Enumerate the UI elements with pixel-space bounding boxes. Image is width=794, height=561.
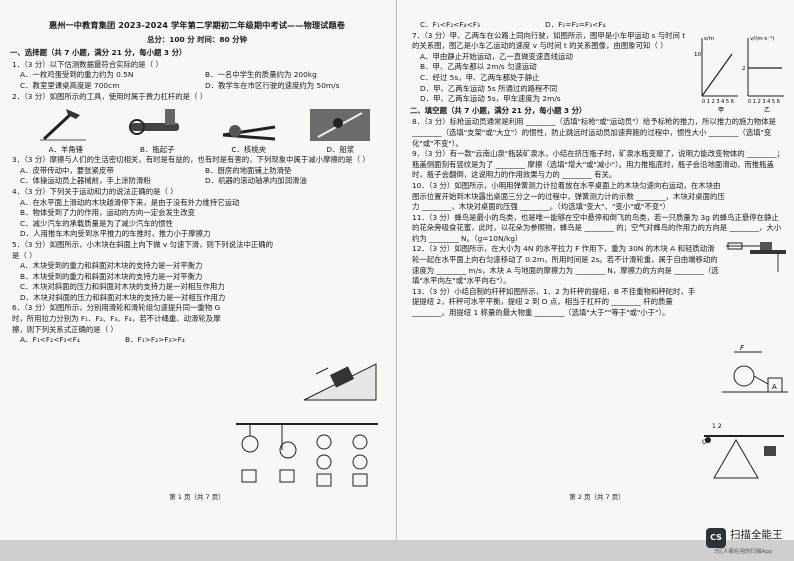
camscanner-tagline: 3亿人都在用的扫描App (714, 549, 773, 555)
section-2-heading: 二、填空题（共 7 小题，满分 21 分，每小题 3 分） (410, 105, 587, 115)
incline-block-figure (303, 363, 377, 401)
q2-figure-d: D．船浆 (295, 105, 387, 156)
q1-options-row2: C．教室里课桌高度是 700cm D．教学车在市区行驶的速度约为 50m/s (20, 81, 390, 92)
q3-option-a: A．皮带传动中，要张紧皮带 (20, 165, 114, 175)
question-3: 3．（3 分）摩擦与人们的生活密切相关，有时是有益的，也有时是有害的，下列现象中… (12, 155, 370, 165)
question-7: 7．（3 分）甲、乙两车在公路上同向行驶，如图所示，图甲是小车甲运动 s 与时间… (412, 30, 686, 51)
graph-b-ytick: 2 (742, 66, 746, 72)
q2-option-a: A．羊角锤 (48, 144, 84, 154)
graph-a-ylabel: s/m (704, 36, 714, 42)
question-9: 9．（3 分）有一款"云南山泉"瓶装矿泉水，小结在挤压瓶子时，矿泉水瓶变瘪了，说… (412, 149, 784, 180)
camscanner-logo: CS (706, 528, 726, 548)
q3-option-d: D．机器的滚动轴承内加润滑油 (205, 176, 307, 186)
question-4: 4．（3 分）下列关于运动和力的说法正确的是（ ） (12, 186, 178, 196)
q2-figure-a: A．羊角锤 (20, 105, 112, 156)
graph-b-caption: 乙 (764, 107, 770, 114)
q2-figure-c: C．核桃夹 (203, 105, 295, 156)
question-2: 2．（3 分）如图所示的工具，使用时属于费力杠杆的是（ ） (12, 91, 208, 101)
fig12-block-label: A (772, 383, 777, 391)
q1-option-b: B．一名中学生的质量约为 200kg (205, 70, 317, 80)
page-1: 惠州一中教育集团 2023-2024 学年第二学期初二年级期中考试——物理试题卷… (4, 0, 390, 540)
q7-option-c: C．经过 5s，甲、乙两车都处于静止 (420, 72, 540, 82)
q4-option-a: A．在水平面上滑动的木块越滑停下来，是由于没有外力维持它运动 (20, 197, 240, 207)
question-13: 13．（3 分）小结自制的杆秤如图所示，1、2 为杆秤的提纽，B 不挂重物和秤砣… (412, 286, 696, 318)
page-2-footer: 第 2 页（共 7 页） (569, 493, 625, 501)
q4-option-c: C．减少汽车的承载质量是为了减少汽车的惯性 (20, 218, 173, 228)
q1-option-c: C．教室里课桌高度是 700cm (20, 80, 120, 90)
exam-title: 惠州一中教育集团 2023-2024 学年第二学期初二年级期中考试——物理试题卷 (48, 20, 346, 30)
q2-option-b: B．瓶起子 (139, 144, 175, 154)
q6-option-b: B．F₁>F₂>F₃>F₄ (125, 335, 185, 345)
q2-option-c: C．核桃夹 (231, 144, 267, 154)
q7-option-a: A．甲由静止开始运动，乙一直做变速直线运动 (420, 51, 573, 61)
q5-option-a: A．木块受到的重力和斜面对木块的支持力是一对平衡力 (20, 261, 203, 271)
fig13-o-label: O (702, 439, 707, 446)
page-divider (396, 0, 397, 540)
exam-subtitle: 总分：100 分 时间：80 分钟 (147, 34, 247, 44)
q7-graphs: s/m 10 0 1 2 3 4 5 6 甲 v/(m·s⁻¹) 2 0 1 2… (694, 35, 784, 114)
q13-steelyard-figure: 1 2 O (702, 423, 784, 479)
q6-option-c: C．F₁<F₂<F₄<F₃ (420, 20, 480, 29)
q6-option-d: D．F₁=F₂=F₃<F₄ (545, 20, 606, 29)
page-1-footer: 第 1 页（共 7 页） (169, 493, 225, 501)
q2-figure-b: B．瓶起子 (112, 105, 204, 156)
claw-hammer-figure (39, 108, 86, 141)
graph-b-xticks: 0 1 2 3 4 5 6 (748, 99, 780, 105)
question-1: 1．（3 分）以下估测数据最符合实际的是（ ） (12, 59, 163, 69)
q5-option-d: D．木块对斜面的压力和斜面对木块的支持力是一对相互作用力 (20, 292, 226, 302)
q1-option-a: A．一枚鸡蛋受到的重力约为 0.5N (20, 70, 134, 80)
q1-options-row1: A．一枚鸡蛋受到的重力约为 0.5N B．一名中学生的质量约为 200kg (20, 70, 390, 81)
q3-option-b: B．厨房的地面铺上防滑垫 (205, 165, 292, 175)
bottle-opener-figure (129, 108, 180, 135)
q5-option-b: B．木块受到的重力和斜面对木块的支持力是一对平衡力 (20, 271, 203, 281)
camscanner-watermark: CS 扫描全能王 3亿人都在用的扫描App (706, 526, 792, 556)
q3-options-row2: C．体操运动员上器械前，手上涂防滑粉 D．机器的滚动轴承内加润滑油 (20, 176, 390, 187)
q12-pulley-figure: F A (722, 344, 788, 393)
q3-option-c: C．体操运动员上器械前，手上涂防滑粉 (20, 176, 151, 186)
question-6: 6．（3 分）如图所示，分别用滑轮和滑轮组匀速提升同一重物 G 时，所用拉力分别… (12, 303, 221, 334)
question-8: 8．（3 分）标枪运动员通常是利用 ________（选填"标枪"或"运动员"）… (412, 117, 776, 148)
q6-options: A．F₁<F₂<F₃<F₄ B．F₁>F₂>F₃>F₄ (20, 335, 230, 346)
pulley-figures (236, 423, 378, 487)
nutcracker-figure (222, 124, 275, 141)
q10-spring-scale-figure (726, 242, 786, 272)
graph-a-xticks: 0 1 2 3 4 5 6 (702, 99, 734, 105)
question-10: 10．（3 分）如图所示，小明用弹簧测力计拉着放在水平桌面上的木块匀速向右运动，… (412, 180, 725, 212)
fig12-force-label: F (740, 344, 745, 352)
q1-option-d: D．教学车在市区行驶的速度约为 50m/s (205, 80, 340, 90)
graph-b-ylabel: v/(m·s⁻¹) (750, 35, 774, 42)
q2-option-d: D．船浆 (326, 144, 355, 154)
question-12: 12．（3 分）如图所示，在大小为 4N 的水平拉力 F 作用下，重为 30N … (412, 244, 719, 286)
q7-option-b: B．甲、乙两车都以 2m/s 匀速运动 (420, 62, 537, 72)
q4-option-d: D．人用推车木向受到水平推力的车推时，推力小于摩擦力 (20, 229, 211, 239)
question-11: 11．（3 分）蜂鸟是最小的鸟类，也是唯一能够在空中悬停和倒飞的鸟类，若一只质量… (412, 212, 782, 243)
oar-figure (310, 108, 371, 141)
q7-option-e: D．甲、乙两车运动 5s，甲车速度为 2m/s (420, 94, 561, 104)
exam-sheet: 惠州一中教育集团 2023-2024 学年第二学期初二年级期中考试——物理试题卷… (0, 0, 794, 540)
q7-option-d: D．甲、乙两车运动 5s 所通过的路程不同 (420, 83, 558, 93)
q2-figures: A．羊角锤 B．瓶起子 C．核桃夹 (20, 105, 386, 155)
q4-option-b: B．物体受到了力的作用，运动的方向一定会发生改变 (20, 208, 196, 218)
section-1-heading: 一、选择题（共 7 小题，满分 21 分，每小题 3 分） (10, 48, 187, 58)
q6-options-cont: C．F₁<F₂<F₄<F₃ D．F₁=F₂=F₃<F₄ (420, 20, 670, 31)
q6-option-a: A．F₁<F₂<F₃<F₄ (20, 335, 80, 345)
q5-option-c: C．木块对斜面的压力和斜面对木块的支持力是一对相互作用力 (20, 282, 225, 292)
page-2: C．F₁<F₂<F₄<F₃ D．F₁=F₂=F₃<F₄ 7．（3 分）甲、乙两车… (404, 0, 790, 540)
graph-a-ytick: 10 (694, 52, 701, 58)
question-5: 5．（3 分）如图所示，小木块在斜面上向下做 v 匀速下滑，则下列说法中正确的是… (12, 239, 274, 260)
graph-a-caption: 甲 (718, 107, 724, 114)
fig13-knob-labels: 1 2 (712, 423, 722, 430)
q3-options-row1: A．皮带传动中，要张紧皮带 B．厨房的地面铺上防滑垫 (20, 166, 390, 177)
camscanner-name: 扫描全能王 (730, 529, 783, 541)
